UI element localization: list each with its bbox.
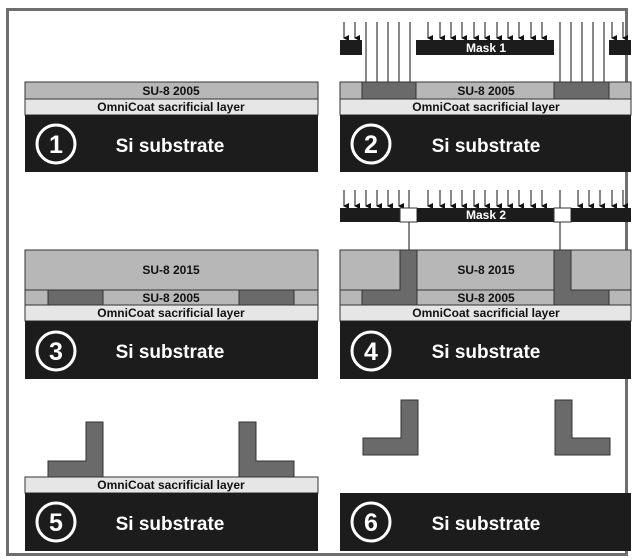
omnicoat-label: OmniCoat sacrificial layer <box>97 478 245 492</box>
step-number: 5 <box>49 509 63 537</box>
step-number-badge <box>35 330 77 372</box>
step-number-badge <box>35 501 77 543</box>
step-1-panel: SU-8 2005 OmniCoat sacrificial layer 1 S… <box>24 81 319 172</box>
exposed-region <box>361 81 417 100</box>
su8-2005-label: SU-8 2005 <box>457 291 515 305</box>
mask-2-opening <box>399 207 418 223</box>
step-5-panel: OmniCoat sacrificial layer 5 Si substrat… <box>24 421 319 551</box>
si-substrate-label: Si substrate <box>432 136 541 157</box>
su8-2015-layer <box>339 249 632 291</box>
mask-2-left <box>340 208 400 222</box>
omnicoat-label: OmniCoat sacrificial layer <box>412 306 560 320</box>
omnicoat-label: OmniCoat sacrificial layer <box>412 100 560 114</box>
mask-2-label: Mask 2 <box>466 208 506 222</box>
si-substrate-label: Si substrate <box>116 342 225 363</box>
step-4-panel: Mask 2 SU-8 2015 SU-8 2005 OmniCoat sacr… <box>339 190 632 379</box>
uv-exposure-arrows <box>343 190 628 308</box>
mask-2-right <box>571 208 631 222</box>
exposed-region <box>553 81 610 100</box>
si-substrate-label: Si substrate <box>116 514 225 535</box>
step-number-badge <box>35 123 77 165</box>
su8-2005-label: SU-8 2005 <box>142 84 200 98</box>
mask-1-center <box>416 40 554 55</box>
si-substrate-label: Si substrate <box>116 136 225 157</box>
si-substrate-label: Si substrate <box>432 514 541 535</box>
su8-2005-label: SU-8 2005 <box>457 84 515 98</box>
mask-2-opening <box>553 207 572 223</box>
omnicoat-label: OmniCoat sacrificial layer <box>97 306 245 320</box>
omnicoat-label: OmniCoat sacrificial layer <box>97 100 245 114</box>
si-substrate-label: Si substrate <box>432 342 541 363</box>
mask-1-left <box>340 40 362 55</box>
step-6-panel: 6 Si substrate <box>340 399 631 551</box>
step-number: 6 <box>364 509 378 537</box>
step-number: 4 <box>364 338 378 366</box>
su8-2015-label: SU-8 2015 <box>457 263 515 277</box>
developed-l-structure <box>47 421 104 478</box>
step-number: 3 <box>49 338 63 366</box>
step-number-badge <box>350 123 392 165</box>
step-number: 2 <box>364 131 378 159</box>
step-number-badge <box>350 330 392 372</box>
mask-1-right <box>609 40 631 55</box>
exposed-region <box>47 289 104 306</box>
su8-2015-layer <box>24 249 319 291</box>
released-l-structure <box>362 399 419 456</box>
step-3-panel: SU-8 2015 SU-8 2005 OmniCoat sacrificial… <box>24 249 319 379</box>
step-2-panel: Mask 1 SU-8 2005 OmniCoat sacrificial la… <box>339 22 632 172</box>
mask-2-center <box>417 208 554 222</box>
su8-2005-label: SU-8 2005 <box>142 291 200 305</box>
developed-l-structure <box>238 421 295 478</box>
step-number-badge <box>350 501 392 543</box>
exposed-region <box>238 289 295 306</box>
step-number: 1 <box>49 131 63 159</box>
mask-1-label: Mask 1 <box>466 41 506 55</box>
su8-2015-label: SU-8 2015 <box>142 263 200 277</box>
released-l-structure <box>554 399 611 456</box>
